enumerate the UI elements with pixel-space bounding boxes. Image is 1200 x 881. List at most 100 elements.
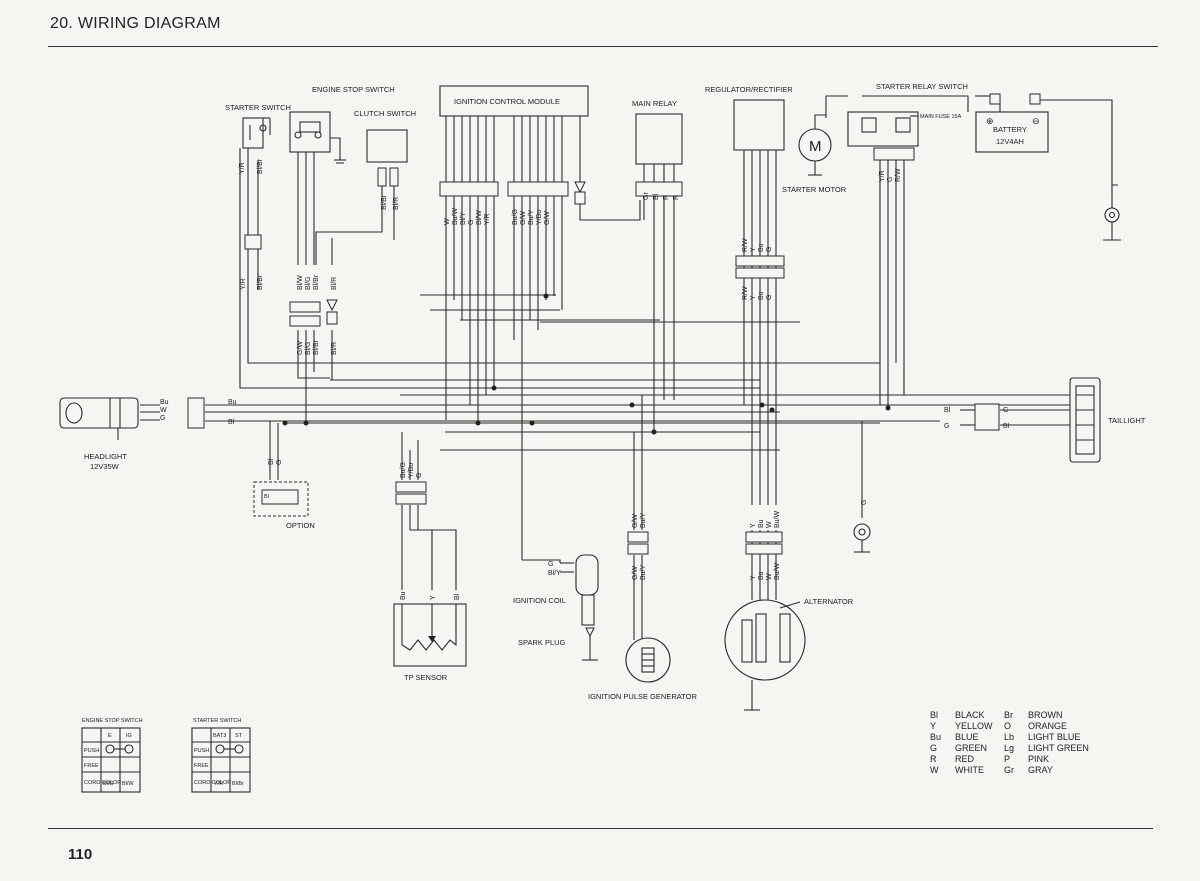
svg-text:Y/R: Y/R [240, 278, 247, 290]
svg-text:Bl/R: Bl/R [331, 342, 338, 355]
svg-text:Bl/Br: Bl/Br [381, 194, 388, 210]
svg-text:Bl/Br: Bl/Br [257, 158, 264, 174]
svg-text:G: G [944, 423, 949, 430]
svg-text:IGNITION CONTROL MODULE: IGNITION CONTROL MODULE [454, 97, 560, 106]
svg-text:Bl/W: Bl/W [297, 275, 304, 290]
svg-text:IGNITION PULSE GENERATOR: IGNITION PULSE GENERATOR [588, 692, 697, 701]
svg-text:Gr: Gr [643, 192, 650, 200]
svg-text:Bl: Bl [653, 193, 660, 200]
svg-text:Bl: Bl [454, 593, 461, 600]
svg-text:IG: IG [126, 733, 132, 739]
svg-text:Bl: Bl [228, 419, 235, 426]
svg-text:R/W: R/W [742, 238, 749, 252]
svg-text:Bu: Bu [758, 291, 765, 300]
svg-text:⊕: ⊕ [986, 116, 994, 126]
svg-text:Bl: Bl [944, 407, 951, 414]
svg-text:G: G [766, 295, 773, 300]
svg-text:STARTER RELAY SWITCH: STARTER RELAY SWITCH [876, 82, 968, 91]
svg-text:Bl: Bl [264, 494, 269, 500]
svg-text:ENGINE STOP SWITCH: ENGINE STOP SWITCH [312, 85, 395, 94]
svg-text:E: E [108, 733, 112, 739]
page-title: 20. WIRING DIAGRAM [50, 15, 221, 32]
svg-text:G: G [548, 561, 553, 568]
starter-switch-table: STARTER SWITCH BAT3 ST PUSH FREE CORD CO… [191, 718, 251, 793]
svg-text:Bl/G: Bl/G [305, 276, 312, 290]
svg-text:SPARK PLUG: SPARK PLUG [518, 638, 566, 647]
svg-text:REGULATOR/RECTIFIER: REGULATOR/RECTIFIER [705, 85, 793, 94]
alternator: Y Bu W Bu/W Y Bu W Bu/W ALTERNATOR [724, 510, 854, 711]
engine-stop-switch: ENGINE STOP SWITCH [289, 85, 395, 164]
svg-text:WHITE: WHITE [955, 765, 984, 775]
svg-text:Bu: Bu [758, 571, 765, 580]
svg-text:Bl/Br: Bl/Br [313, 339, 320, 355]
svg-text:W: W [444, 218, 451, 225]
svg-text:OPTION: OPTION [286, 521, 315, 530]
ground-terminal: G [853, 500, 871, 553]
svg-text:TAILLIGHT: TAILLIGHT [1108, 416, 1146, 425]
svg-text:PINK: PINK [1028, 754, 1049, 764]
svg-text:BAT3: BAT3 [213, 733, 226, 739]
svg-text:FREE: FREE [84, 763, 99, 769]
color-legend: Bl BLACK Y YELLOW Bu BLUE G GREEN R RED … [930, 710, 1089, 775]
starter-relay-switch: STARTER RELAY SWITCH MAIN FUSE 15A Y/R G… [847, 82, 968, 182]
svg-text:W: W [766, 521, 773, 528]
svg-text:Bu/Y: Bu/Y [640, 564, 647, 580]
svg-text:BROWN: BROWN [1028, 710, 1063, 720]
svg-text:PUSH: PUSH [84, 748, 99, 754]
svg-text:GREEN: GREEN [955, 743, 987, 753]
ignition-coil: G Bl/Y IGNITION COIL SPARK PLUG [513, 554, 599, 661]
svg-text:G: G [887, 177, 894, 182]
svg-text:STARTER SWITCH: STARTER SWITCH [225, 103, 291, 112]
svg-text:M: M [809, 138, 822, 155]
starter-switch: STARTER SWITCH Y/R Bl/Br [225, 103, 291, 250]
svg-text:Bl/R: Bl/R [331, 277, 338, 290]
svg-text:BATTERY: BATTERY [993, 125, 1027, 134]
svg-text:Bu: Bu [930, 732, 941, 742]
harness-wires [140, 95, 1118, 640]
svg-text:R: R [673, 195, 680, 200]
svg-text:Y/Bu: Y/Bu [408, 463, 415, 478]
starter-motor: M STARTER MOTOR [782, 114, 847, 194]
svg-text:LIGHT BLUE: LIGHT BLUE [1028, 732, 1080, 742]
svg-text:G/W: G/W [297, 341, 304, 355]
svg-text:Bu: Bu [758, 519, 765, 528]
svg-text:STARTER SWITCH: STARTER SWITCH [193, 718, 241, 724]
svg-text:Bl: Bl [930, 710, 938, 720]
svg-text:ORANGE: ORANGE [1028, 721, 1067, 731]
svg-text:R/W: R/W [742, 286, 749, 300]
svg-text:G: G [766, 247, 773, 252]
svg-text:G: G [1003, 407, 1008, 414]
svg-text:G: G [416, 473, 423, 478]
svg-text:ST: ST [235, 733, 243, 739]
svg-text:Bu/G: Bu/G [512, 209, 519, 225]
svg-text:R: R [930, 754, 937, 764]
svg-text:12V4AH: 12V4AH [996, 137, 1024, 146]
taillight: Bl G G Bl TAILLIGHT [944, 377, 1146, 463]
svg-text:STARTER MOTOR: STARTER MOTOR [782, 185, 847, 194]
svg-text:BLACK: BLACK [955, 710, 985, 720]
svg-text:12V35W: 12V35W [90, 462, 120, 471]
svg-text:Bl: Bl [1003, 423, 1010, 430]
svg-text:G: G [276, 460, 283, 465]
svg-text:P: P [1004, 754, 1010, 764]
svg-text:Y: Y [430, 595, 437, 600]
svg-text:Y: Y [750, 575, 757, 580]
svg-text:Bl/R: Bl/R [393, 197, 400, 210]
svg-text:Y/R: Y/R [239, 162, 246, 174]
svg-text:G: G [861, 500, 868, 505]
svg-text:Bl/G: Bl/G [103, 781, 114, 787]
svg-text:Bu/Y: Bu/Y [640, 512, 647, 528]
svg-text:Y/R: Y/R [879, 170, 886, 182]
svg-text:W: W [766, 573, 773, 580]
svg-text:Bl: Bl [268, 458, 275, 465]
svg-text:Bu: Bu [400, 591, 407, 600]
svg-text:CLUTCH SWITCH: CLUTCH SWITCH [354, 109, 416, 118]
svg-text:IGNITION COIL: IGNITION COIL [513, 596, 566, 605]
engine-stop-switch-table: ENGINE STOP SWITCH E IG PUSH FREE CORD C… [81, 718, 143, 793]
svg-text:Bu/W: Bu/W [774, 562, 781, 580]
page-number: 110 [68, 846, 93, 863]
ignition-control-module: IGNITION CONTROL MODULE W Bu/W Bl/Y G Bl… [439, 85, 589, 225]
svg-text:G/W: G/W [632, 566, 639, 580]
svg-text:CORD COLOR: CORD COLOR [84, 780, 121, 786]
svg-text:G: G [468, 220, 475, 225]
